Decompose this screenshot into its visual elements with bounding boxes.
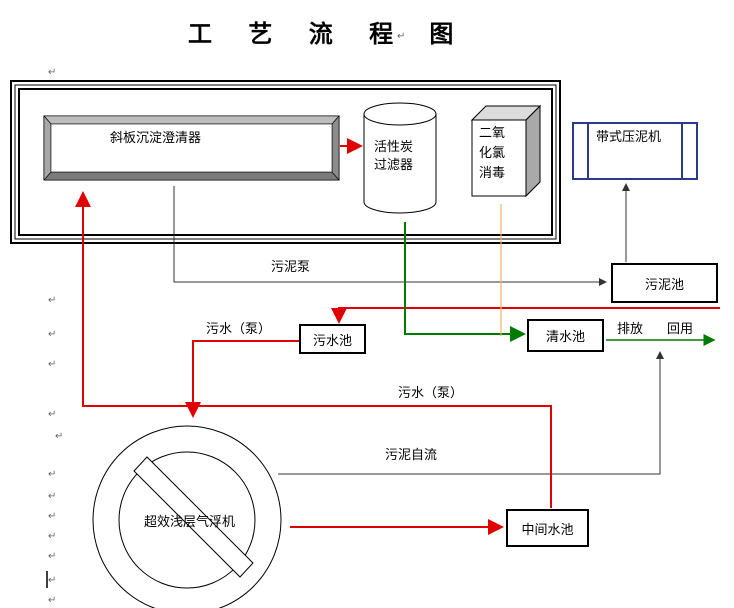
clear-tank-label: 清水池 <box>545 330 585 345</box>
black-flows <box>173 183 664 475</box>
paragraph-mark: ↵ <box>48 329 57 340</box>
disinfect-label-2: 化氯 <box>479 146 506 161</box>
paragraph-mark: ↵ <box>397 31 406 42</box>
sewage-tank-label: 污水池 <box>312 333 352 349</box>
paragraph-mark: ↵ <box>48 491 57 502</box>
paragraph-mark: ↵ <box>48 67 57 78</box>
paragraph-mark: ↵ <box>55 431 64 442</box>
clarifier-shape <box>43 115 340 181</box>
flotation-shape <box>92 425 282 608</box>
paragraph-mark: ↵ <box>48 511 57 522</box>
carbon-filter-label-2: 过滤器 <box>374 158 414 173</box>
belt-press-label: 带式压泥机 <box>596 130 662 145</box>
reuse-label: 回用 <box>667 322 694 337</box>
middle-tank-box: 中间水池 <box>506 509 589 547</box>
clarifier-label: 斜板沉淀澄清器 <box>110 131 202 146</box>
paragraph-mark: ↵ <box>48 295 57 306</box>
sludge-tank-label: 污泥池 <box>644 277 684 293</box>
clear-tank-box: 清水池 <box>527 319 604 352</box>
page-title: 工 艺 流 程 图 <box>188 19 468 48</box>
green-flows <box>404 222 716 346</box>
paragraph-mark: ↵ <box>48 595 57 606</box>
paragraph-mark: ↵ <box>48 575 57 586</box>
sludge-tank-box: 污泥池 <box>611 263 718 303</box>
paragraph-mark: ↵ <box>48 551 57 562</box>
sewage-pump-label-1: 污水（泵） <box>206 322 272 337</box>
red-flows <box>75 138 720 535</box>
disinfect-label-3: 消毒 <box>479 166 506 181</box>
flotation-label: 超效浅层气浮机 <box>144 515 236 530</box>
carbon-filter-shape <box>363 102 437 214</box>
sludge-gravity-label: 污泥自流 <box>385 448 438 463</box>
sludge-pump-label: 污泥泵 <box>271 260 311 275</box>
sewage-tank-box: 污水池 <box>299 324 366 354</box>
sewage-pump-label-2: 污水（泵） <box>398 386 464 401</box>
disinfect-label-1: 二氧 <box>479 126 506 141</box>
paragraph-mark: ↵ <box>48 359 57 370</box>
discharge-label: 排放 <box>617 322 644 337</box>
disinfect-box-shape <box>470 104 542 198</box>
equipment-frame <box>10 80 561 244</box>
belt-press-shape <box>572 122 698 180</box>
paragraph-mark: ↵ <box>48 531 57 542</box>
paragraph-mark: ↵ <box>48 409 57 420</box>
carbon-filter-label-1: 活性炭 <box>374 140 414 155</box>
middle-tank-label: 中间水池 <box>521 522 574 538</box>
paragraph-mark: ↵ <box>48 469 57 480</box>
